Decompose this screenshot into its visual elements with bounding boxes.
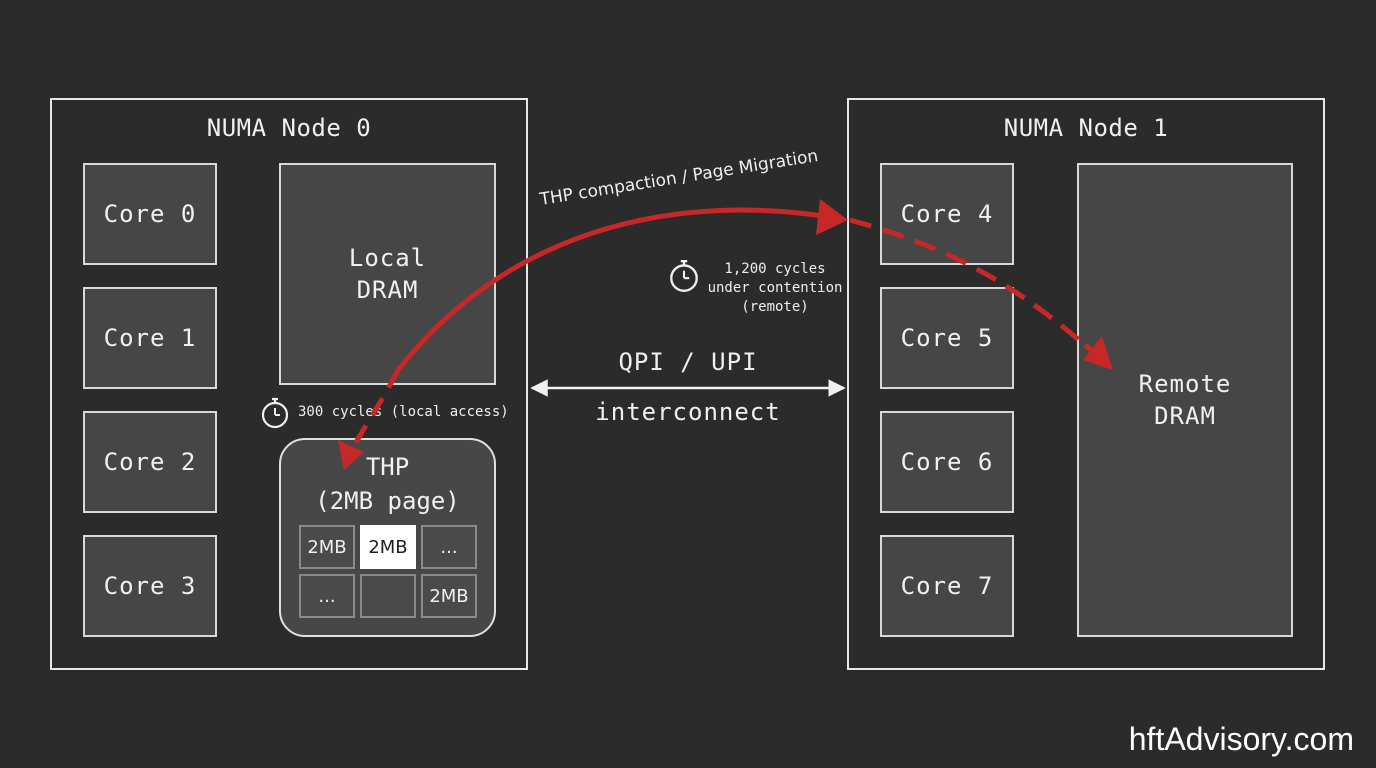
thp-cell-empty [360,574,416,618]
core-6: Core 6 [880,411,1014,513]
remote-dram-label: Remote DRAM [1138,370,1232,430]
migration-arrowhead [816,199,848,235]
thp-cell-highlighted: 2MB [360,525,416,569]
core-label: Core 3 [103,572,197,600]
core-label: Core 7 [900,572,994,600]
core-3: Core 3 [83,535,217,637]
migration-arrowhead-remote [1083,336,1113,370]
core-label: Core 1 [103,324,197,352]
remote-latency-line: (remote) [741,299,809,315]
core-label: Core 2 [103,448,197,476]
core-0: Core 0 [83,163,217,265]
core-5: Core 5 [880,287,1014,389]
core-4: Core 4 [880,163,1014,265]
migration-arrow-dashed-back [349,368,401,452]
migration-arrowhead-back [338,440,364,470]
core-label: Core 6 [900,448,994,476]
remote-latency-label: 1,200 cycles under contention (remote) [700,260,850,317]
remote-latency-line: 1,200 cycles [724,261,826,277]
remote-dram: Remote DRAM [1077,163,1293,637]
local-dram: Local DRAM [279,163,496,385]
core-label: Core 5 [900,324,994,352]
stopwatch-icon [261,397,289,429]
core-label: Core 0 [103,200,197,228]
interconnect-sublabel: interconnect [595,398,781,426]
local-dram-label: Local DRAM [348,244,427,304]
migration-arrow-solid [396,207,836,372]
watermark: hftAdvisory.com [1128,721,1354,757]
core-2: Core 2 [83,411,217,513]
remote-latency-line: under contention [707,280,843,296]
core-7: Core 7 [880,535,1014,637]
thp-cell: 2MB [421,574,477,618]
thp-cell: ... [299,574,355,618]
thp-title: THP (2MB page) [315,453,460,515]
thp-cell: ... [421,525,477,569]
core-label: Core 4 [900,200,994,228]
interconnect-label: QPI / UPI [618,348,758,376]
thp-cell: 2MB [299,525,355,569]
node1-title: NUMA Node 1 [1003,114,1169,142]
local-latency-label: 300 cycles (local access) [298,404,509,420]
core-1: Core 1 [83,287,217,389]
migration-arrow-dashed-remote [849,217,1087,347]
stopwatch-icon [670,260,698,292]
thp-box: THP (2MB page) 2MB 2MB ... ... 2MB [279,438,496,637]
node0-title: NUMA Node 0 [206,114,372,142]
